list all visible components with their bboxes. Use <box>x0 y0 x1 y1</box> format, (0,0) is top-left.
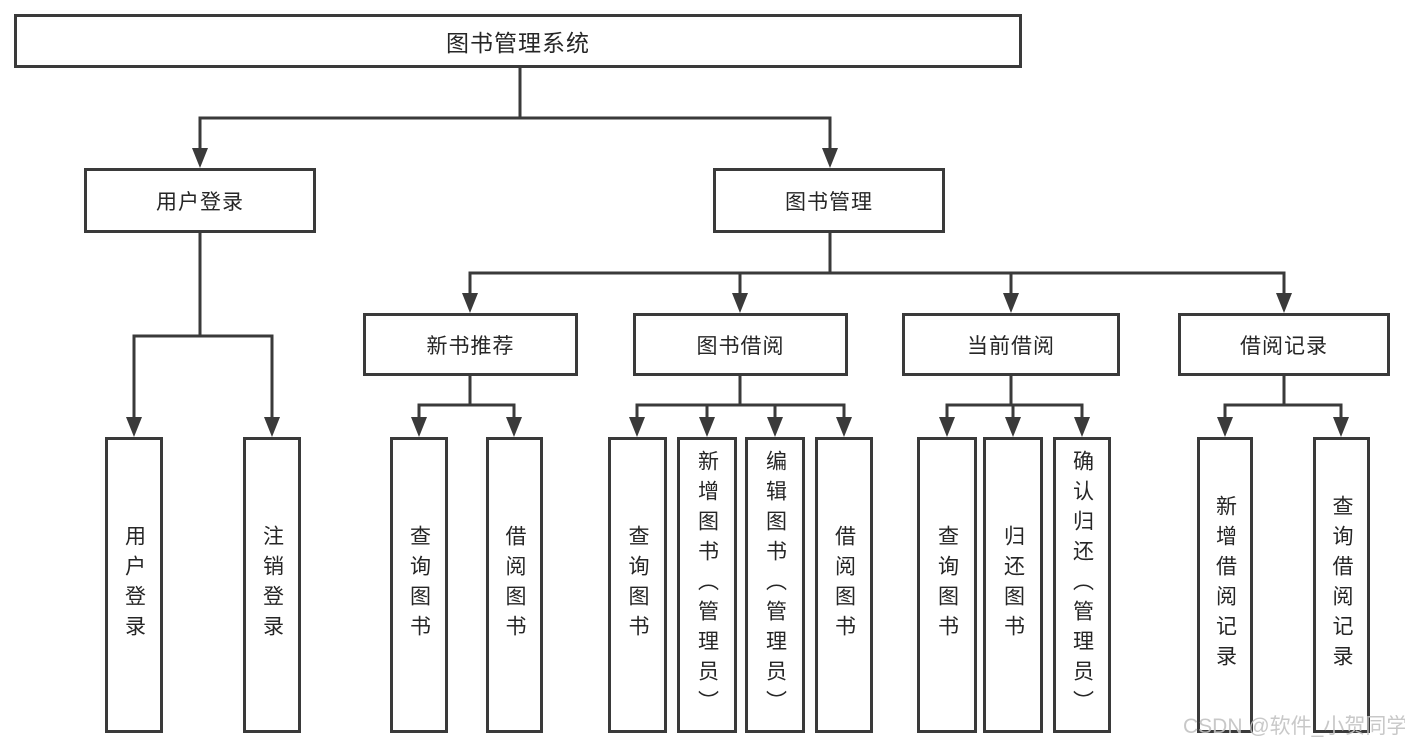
leaf-logout: 注销登录 <box>243 437 301 733</box>
node-new-book-recommendation: 新书推荐 <box>363 313 578 376</box>
node-label: 新增图书（管理员） <box>695 450 719 720</box>
node-user-login: 用户登录 <box>84 168 316 233</box>
node-label: 确认归还（管理员） <box>1070 450 1094 720</box>
leaf-return-books: 归还图书 <box>983 437 1043 733</box>
node-label: 借阅记录 <box>1240 334 1328 358</box>
leaf-borrow-books-recommend: 借阅图书 <box>486 437 543 733</box>
node-current-borrowing: 当前借阅 <box>902 313 1120 376</box>
node-label: 注销登录 <box>260 525 284 645</box>
node-label: 借阅图书 <box>503 525 526 645</box>
leaf-confirm-return-admin: 确认归还（管理员） <box>1053 437 1111 733</box>
node-label: 图书管理 <box>785 190 873 214</box>
leaf-query-borrow-record: 查询借阅记录 <box>1313 437 1370 733</box>
node-label: 编辑图书（管理员） <box>763 450 787 720</box>
leaf-query-books-recommend: 查询图书 <box>390 437 448 733</box>
csdn-watermark: CSDN @软件_小贺同学 <box>1183 715 1405 738</box>
node-label: 当前借阅 <box>967 334 1055 358</box>
node-label: 查询图书 <box>407 525 431 645</box>
node-label: 图书管理系统 <box>446 30 590 56</box>
leaf-add-books-admin: 新增图书（管理员） <box>677 437 737 733</box>
node-borrowing-records: 借阅记录 <box>1178 313 1390 376</box>
leaf-query-books-current: 查询图书 <box>917 437 977 733</box>
leaf-edit-books-admin: 编辑图书（管理员） <box>745 437 805 733</box>
node-label: 查询借阅记录 <box>1330 495 1353 675</box>
node-book-borrowing: 图书借阅 <box>633 313 848 376</box>
node-label: 新增借阅记录 <box>1213 495 1237 675</box>
leaf-user-login: 用户登录 <box>105 437 163 733</box>
leaf-add-borrow-record: 新增借阅记录 <box>1197 437 1253 733</box>
node-label: 归还图书 <box>1001 525 1025 645</box>
node-label: 借阅图书 <box>832 525 856 645</box>
node-label: 查询图书 <box>935 525 959 645</box>
leaf-borrow-books: 借阅图书 <box>815 437 873 733</box>
leaf-query-books-borrow: 查询图书 <box>608 437 667 733</box>
node-label: 查询图书 <box>626 525 649 645</box>
node-book-management: 图书管理 <box>713 168 945 233</box>
node-label: 用户登录 <box>122 525 146 645</box>
node-label: 图书借阅 <box>696 334 785 358</box>
node-library-management-system: 图书管理系统 <box>14 14 1022 68</box>
arrowheads <box>126 148 1349 437</box>
node-label: 新书推荐 <box>426 334 515 358</box>
node-label: 用户登录 <box>156 190 244 214</box>
